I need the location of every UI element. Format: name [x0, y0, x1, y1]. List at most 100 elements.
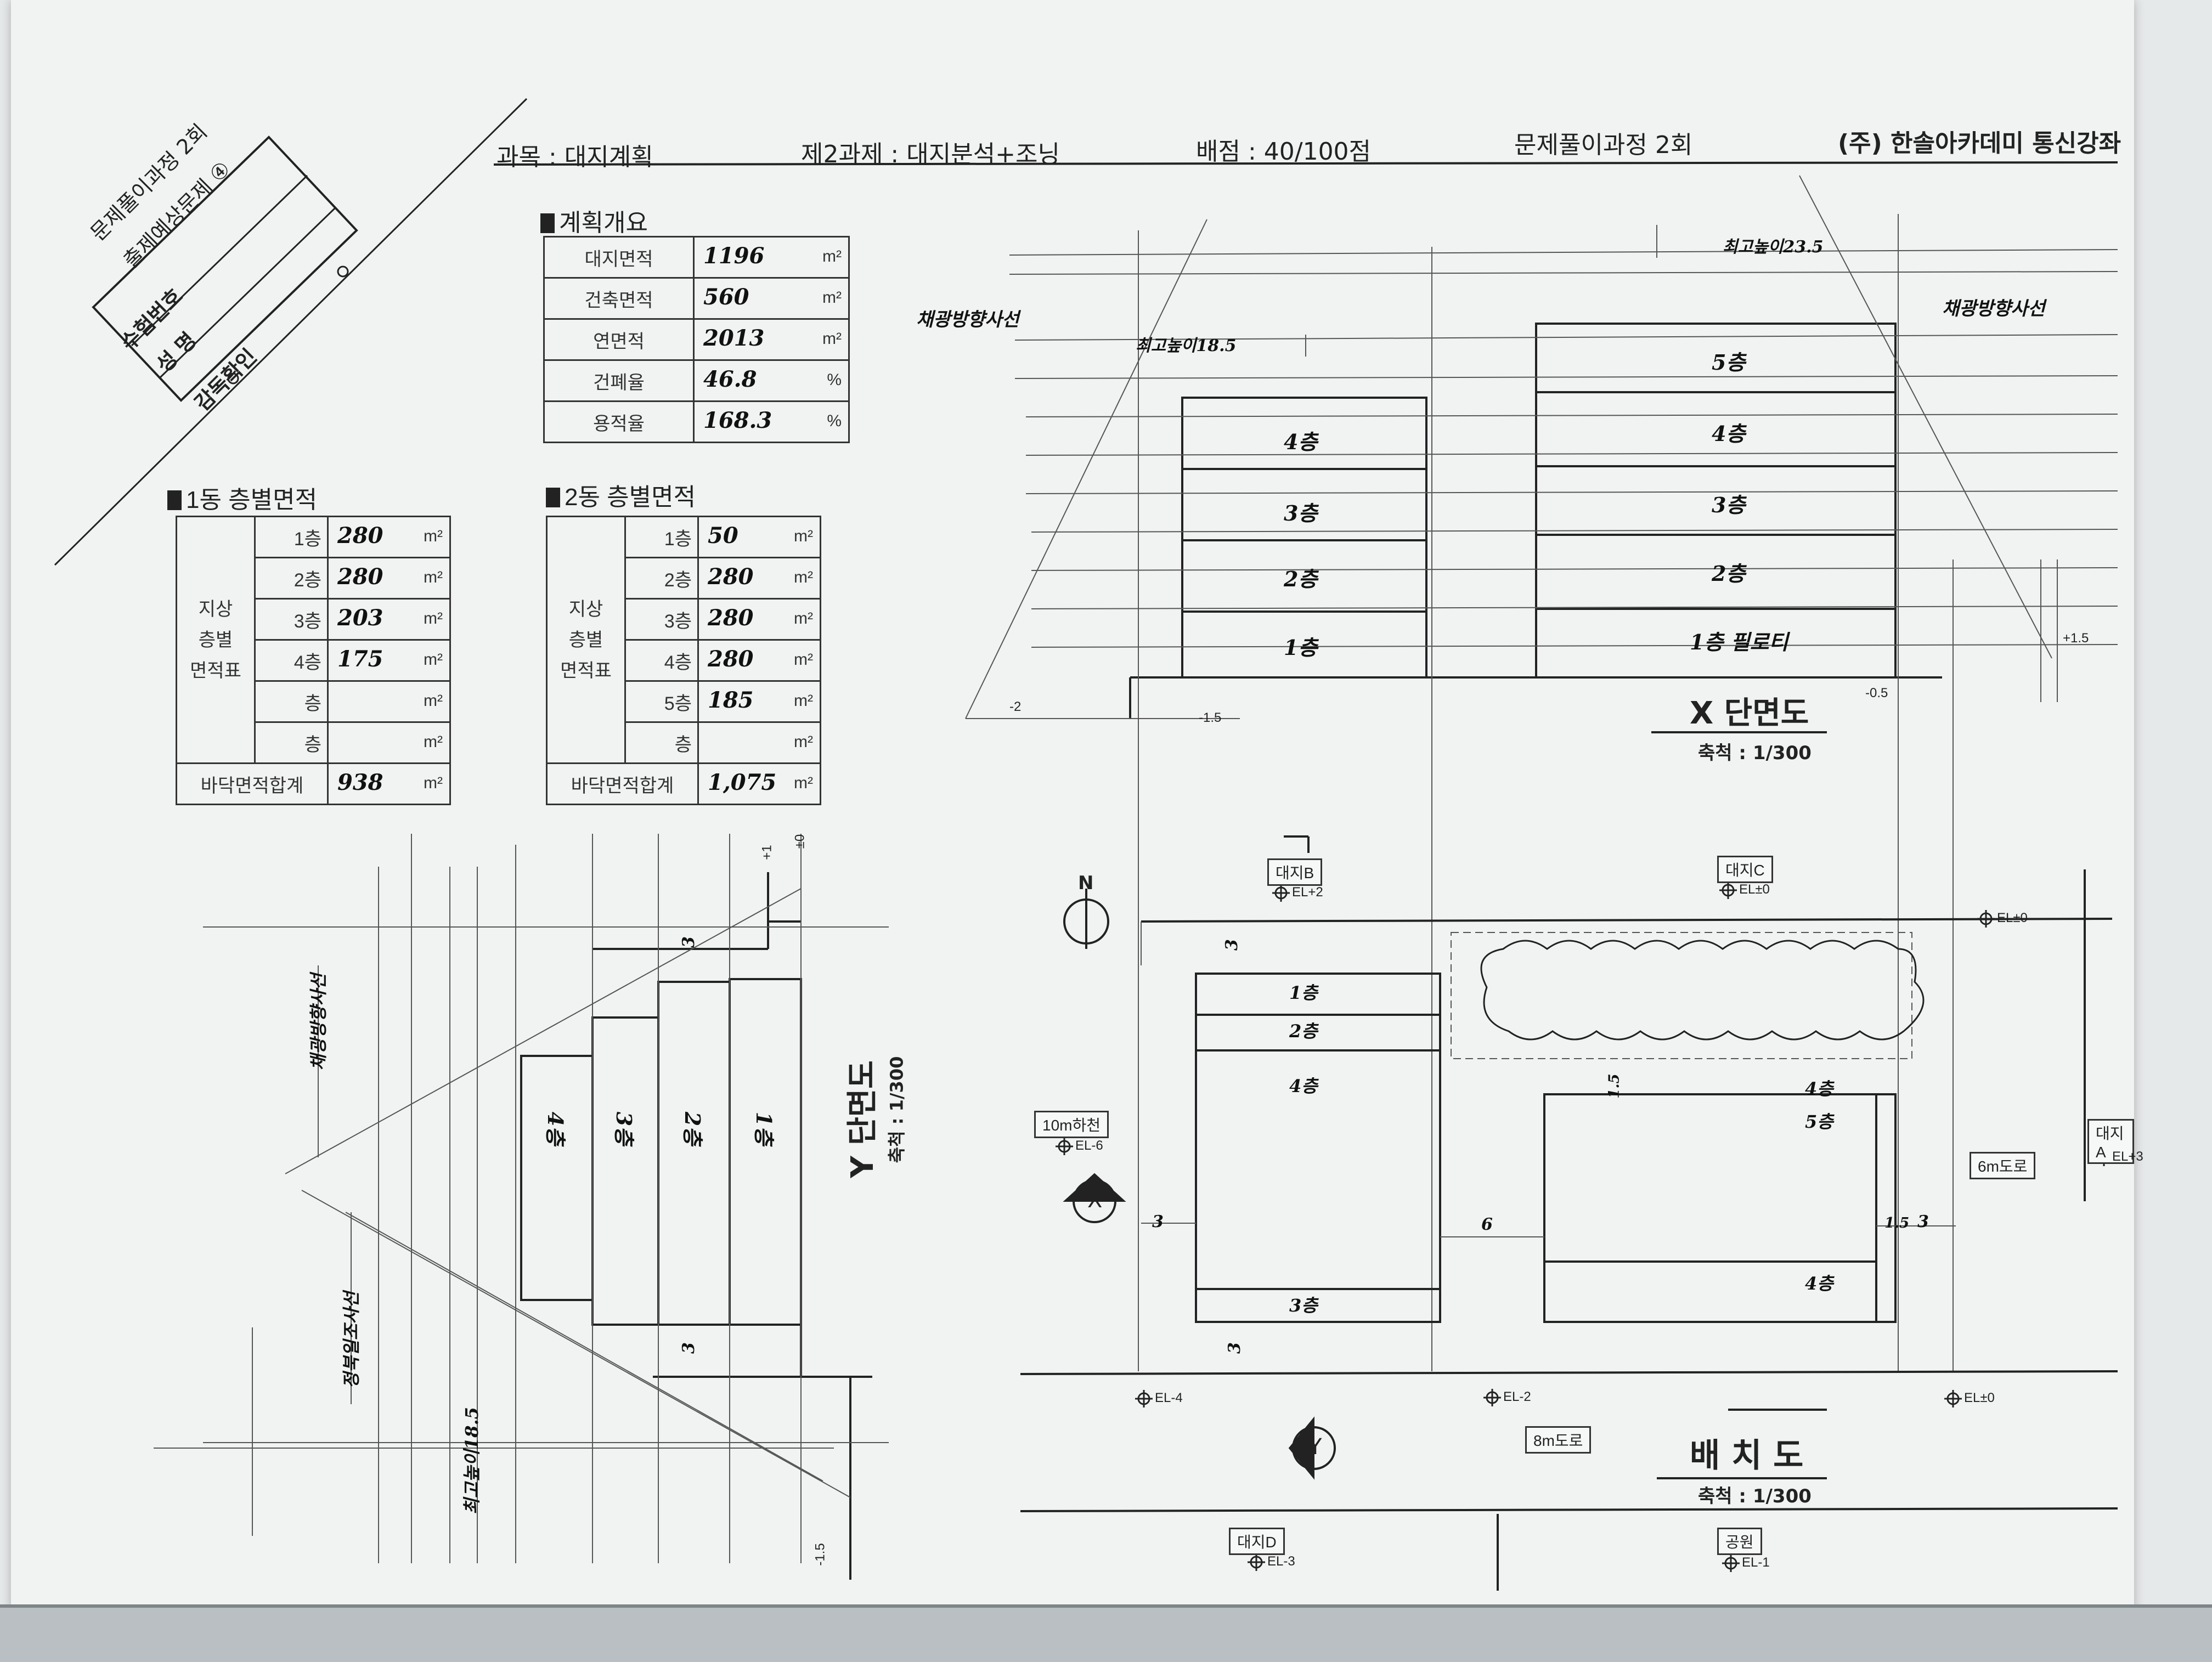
- y-floor: 1층: [752, 1111, 777, 1146]
- bldg1-value: 280: [337, 564, 383, 590]
- x-level: +1.5: [2063, 631, 2089, 646]
- site-bldg1-floor: 4층: [1289, 1076, 1318, 1096]
- elevation-b: EL+2: [1292, 885, 1323, 900]
- x-sky-left: 채광방향사선: [916, 309, 1019, 331]
- bldg2-unit: m²: [794, 609, 813, 628]
- site-bldg1-floor: 2층: [1289, 1021, 1318, 1042]
- elevation-a: EL+3: [2112, 1149, 2143, 1164]
- x-level: -0.5: [1865, 686, 1888, 700]
- x-section-title: X 단면도: [1690, 696, 1809, 731]
- site-bldg2-floor: 5층: [1805, 1111, 1833, 1132]
- bldg2-floor: 3층: [624, 598, 699, 641]
- site-bldg1-floor: 3층: [1289, 1295, 1318, 1316]
- bldg1-title: 1동 층별면적: [167, 480, 317, 515]
- bldg1-unit: m²: [424, 733, 443, 751]
- bldg2-floor: 5층: [624, 680, 699, 723]
- bldg1-unit: m²: [424, 568, 443, 586]
- overview-unit: %: [827, 371, 842, 389]
- site-dim-left: 3: [1152, 1212, 1164, 1231]
- overview-value: 168.3: [703, 408, 772, 433]
- bldg1-floor: 4층: [254, 639, 329, 682]
- bldg1-unit: m²: [424, 609, 443, 628]
- y-level: +1: [759, 845, 775, 860]
- bldg2-floor: 2층: [624, 557, 699, 600]
- north-label: N: [1078, 872, 1094, 894]
- x-right-floor: 4층: [1712, 421, 1746, 446]
- road6-tag: 6m도로: [1970, 1152, 2036, 1179]
- elevation-d: EL-3: [1267, 1554, 1295, 1569]
- elevation-ne: EL±0: [1997, 911, 2028, 925]
- elevation-s: EL-2: [1503, 1389, 1531, 1404]
- x-right-floor: 5층: [1712, 350, 1746, 375]
- overview-label: 건축면적: [543, 277, 695, 320]
- x-level: -1.5: [1199, 710, 1222, 725]
- site-dim-right: 1.5: [1884, 1215, 1910, 1231]
- overview-unit: m²: [822, 330, 842, 348]
- y-section-scale: 축척 : 1/300: [886, 1056, 907, 1163]
- overview-unit: m²: [822, 289, 842, 307]
- x-left-floor: 3층: [1284, 501, 1318, 525]
- y-dim: 3: [679, 1342, 698, 1354]
- x-sky-right: 채광방향사선: [1942, 298, 2045, 320]
- bldg2-floor: 1층: [624, 516, 699, 558]
- overview-label: 대지면적: [543, 236, 695, 279]
- y-floor: 3층: [612, 1111, 637, 1146]
- x-left-floor: 1층: [1284, 635, 1318, 660]
- site-dim-gap: 6: [1481, 1215, 1493, 1234]
- y-level: -1.5: [812, 1543, 828, 1566]
- x-level: -2: [1009, 699, 1022, 714]
- bldg2-value: 280: [708, 564, 754, 590]
- y-north-note: 정북일조사선: [341, 1291, 362, 1389]
- site-d-tag: 대지D: [1229, 1528, 1285, 1555]
- x-left-floor: 2층: [1284, 567, 1318, 591]
- bldg1-total-unit: m²: [424, 774, 443, 792]
- x-section-scale: 축척 : 1/300: [1698, 742, 1812, 764]
- overview-value: 46.8: [703, 366, 757, 392]
- bldg1-total-label: 바닥면적합계: [176, 762, 329, 805]
- y-marker-label: Y: [1308, 1434, 1322, 1460]
- bldg2-unit: m²: [794, 568, 813, 586]
- overview-value: 1196: [703, 243, 765, 269]
- elevation-park: EL-1: [1742, 1555, 1770, 1570]
- header-task: 제2과제 : 대지분석+조닝: [801, 140, 1060, 168]
- overview-unit: m²: [822, 247, 842, 265]
- bldg2-value: 280: [708, 605, 754, 631]
- bldg1-value: 203: [337, 605, 383, 631]
- header-company: (주) 한솔아카데미 통신강좌: [1838, 129, 2121, 157]
- site-dim-right2: 3: [1917, 1212, 1929, 1231]
- bldg2-floor: 4층: [624, 639, 699, 682]
- bldg1-unit: m²: [424, 692, 443, 710]
- river-tag: 10m하천: [1034, 1111, 1109, 1138]
- bldg1-unit: m²: [424, 527, 443, 545]
- drawing-linework: [54, 98, 2118, 1591]
- bldg1-floor: 층: [254, 680, 329, 723]
- bldg2-value: 50: [708, 523, 738, 549]
- x-right-floor: 2층: [1712, 561, 1746, 586]
- y-height-note: 최고높이18.5: [461, 1407, 482, 1514]
- bldg1-unit: m²: [424, 651, 443, 669]
- bldg2-total-unit: m²: [794, 774, 813, 792]
- bldg1-total-value: 938: [337, 770, 383, 795]
- bldg1-value: 280: [337, 523, 383, 549]
- site-bldg2-floor: 4층: [1805, 1078, 1833, 1099]
- x-height-top: 최고높이23.5: [1723, 238, 1824, 257]
- y-floor: 2층: [680, 1111, 706, 1146]
- site-plan-scale: 축척 : 1/300: [1698, 1485, 1812, 1507]
- site-bldg1-floor: 1층: [1289, 982, 1318, 1003]
- y-floor: 4층: [543, 1111, 568, 1146]
- elevation-se: EL±0: [1964, 1390, 1995, 1405]
- elevation-sw: EL-4: [1155, 1390, 1183, 1405]
- bldg2-total-value: 1,075: [708, 770, 777, 795]
- overview-label: 용적율: [543, 400, 695, 443]
- site-plan-title: 배 치 도: [1690, 1437, 1804, 1475]
- site-c-tag: 대지C: [1717, 856, 1773, 883]
- header-subject: 과목 : 대지계획: [496, 143, 653, 171]
- header-course: 문제풀이과정 2회: [1514, 131, 1693, 159]
- bldg2-floor: 층: [624, 721, 699, 764]
- drawing-sheet: 과목 : 대지계획 제2과제 : 대지분석+조닝 배점 : 40/100점 문제…: [11, 0, 2143, 1613]
- y-sky-note: 채광방향사선: [308, 973, 329, 1071]
- elevation-river: EL-6: [1075, 1138, 1103, 1153]
